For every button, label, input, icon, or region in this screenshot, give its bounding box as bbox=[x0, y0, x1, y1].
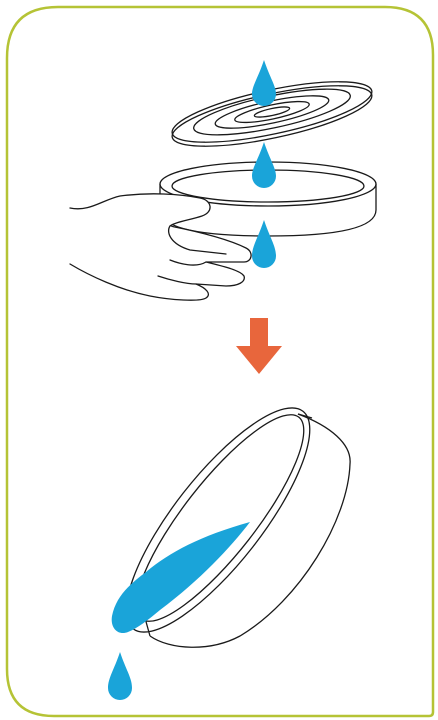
water-drop-icon bbox=[252, 142, 276, 188]
frame-border bbox=[7, 7, 433, 716]
water-drop-icon bbox=[108, 652, 132, 700]
arrow-down-icon bbox=[236, 318, 282, 374]
step2-pour-water bbox=[98, 384, 350, 700]
step1-remove-lid bbox=[70, 60, 376, 300]
water-drop-icon bbox=[252, 60, 276, 106]
